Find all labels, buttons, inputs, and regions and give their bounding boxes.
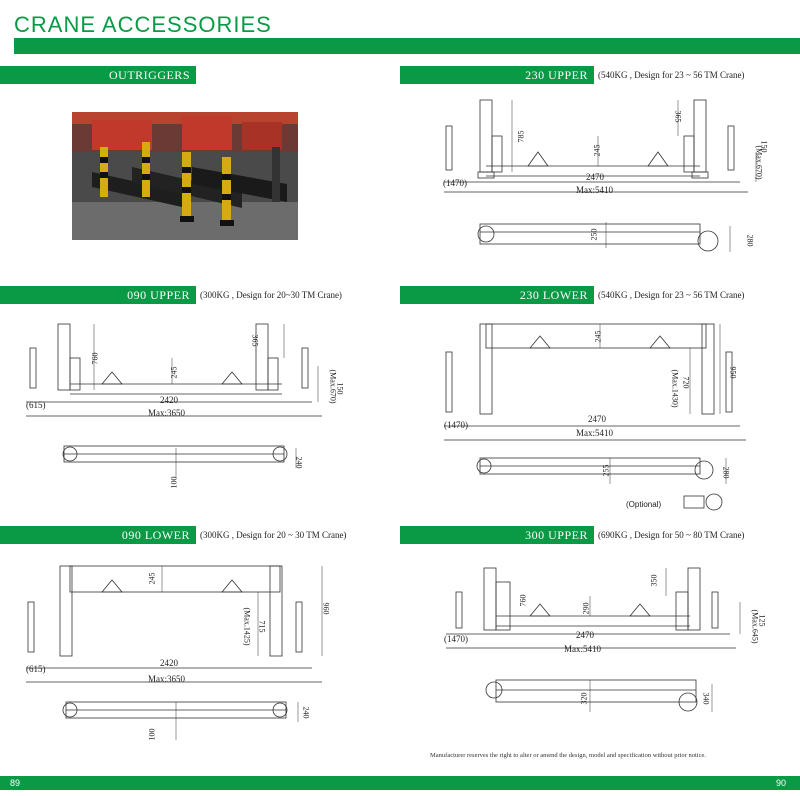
- section-note: (540KG , Design for 23 ~ 56 TM Crane): [598, 290, 745, 300]
- section-label: 230 UPPER: [525, 68, 588, 82]
- dim-100: 100: [169, 476, 179, 489]
- drawing-300-upper: [440, 562, 760, 722]
- drawing-230-lower: [440, 318, 760, 518]
- dim-320: 320: [579, 692, 589, 705]
- dim-max670: (Max.670): [754, 145, 764, 180]
- dim-290: 290: [581, 602, 591, 615]
- dim-max3650: Max:3650: [148, 674, 185, 684]
- footer-bar: [0, 776, 800, 790]
- section-label: 230 LOWER: [519, 288, 588, 302]
- dim-615: (615): [26, 664, 46, 674]
- dim-max645: (Max.645): [750, 609, 760, 644]
- dim-365: 365: [673, 110, 683, 123]
- dim-280: 280: [745, 234, 755, 247]
- section-tag-300-upper: 300 UPPER: [400, 526, 594, 544]
- dim-245: 245: [592, 144, 602, 157]
- dim-760: 760: [90, 352, 100, 365]
- dim-max1430: (Max.1430): [670, 369, 680, 408]
- header-bar: [14, 38, 800, 54]
- dim-245: 245: [147, 572, 157, 585]
- section-label: OUTRIGGERS: [108, 68, 190, 82]
- drawing-090-lower: [22, 562, 342, 752]
- section-tag-090-upper: 090 UPPER: [0, 286, 196, 304]
- drawing-090-upper: [22, 318, 342, 488]
- outrigger-diagram: [444, 323, 746, 511]
- outrigger-diagram: [446, 567, 741, 712]
- dim-365: 365: [250, 334, 260, 347]
- outrigger-diagram: [26, 323, 322, 478]
- outriggers-photo: [72, 112, 298, 240]
- dim-785: 785: [516, 130, 526, 143]
- section-tag-090-lower: 090 LOWER: [0, 526, 196, 544]
- dim-1470: (1470): [443, 178, 467, 188]
- dim-2470: 2470: [588, 414, 606, 424]
- dim-960: 960: [321, 602, 331, 615]
- dim-350: 350: [649, 574, 659, 587]
- dim-250: 250: [589, 228, 599, 241]
- section-label: 090 LOWER: [121, 528, 190, 542]
- dim-720: 720: [681, 376, 691, 389]
- dim-2470: 2470: [576, 630, 594, 640]
- dim-max5410: Max:5410: [576, 185, 613, 195]
- dim-715: 715: [257, 620, 267, 633]
- outriggers-illustration: [72, 112, 298, 240]
- section-note: (300KG , Design for 20 ~ 30 TM Crane): [200, 530, 347, 540]
- dim-max1425: (Max.1425): [242, 607, 252, 646]
- dim-245: 245: [169, 366, 179, 379]
- dim-2420: 2420: [160, 395, 178, 405]
- outrigger-diagram: [444, 99, 757, 252]
- section-label: 090 UPPER: [127, 288, 190, 302]
- section-tag-outriggers: OUTRIGGERS: [0, 66, 196, 84]
- dim-max5410: Max:5410: [564, 644, 601, 654]
- dim-280: 280: [721, 466, 731, 479]
- section-tag-230-upper: 230 UPPER: [400, 66, 594, 84]
- dim-2470: 2470: [586, 172, 604, 182]
- dim-245: 245: [593, 330, 603, 343]
- dim-max5410: Max:5410: [576, 428, 613, 438]
- dim-240: 240: [301, 706, 311, 719]
- disclaimer: Manufacturer reserves the right to alter…: [430, 752, 706, 759]
- dim-340: 340: [701, 692, 711, 705]
- dim-615: (615): [26, 400, 46, 410]
- page-number-right: 90: [776, 778, 787, 788]
- dim-1470: (1470): [444, 420, 468, 430]
- section-note: (300KG , Design for 20~30 TM Crane): [200, 290, 342, 300]
- optional-label: (Optional): [626, 500, 662, 509]
- dim-1470: (1470): [444, 634, 468, 644]
- page-number-left: 89: [10, 778, 21, 788]
- dim-760: 760: [518, 594, 528, 607]
- dim-255: 255: [601, 464, 611, 477]
- dim-2420: 2420: [160, 658, 178, 668]
- section-label: 300 UPPER: [525, 528, 588, 542]
- dim-100: 100: [147, 728, 157, 741]
- page-title: CRANE ACCESSORIES: [14, 12, 272, 37]
- dim-950: 950: [728, 366, 738, 379]
- dim-240: 240: [294, 456, 304, 469]
- dim-max3650: Max:3650: [148, 408, 185, 418]
- outrigger-diagram: [26, 565, 323, 740]
- section-note: (690KG , Design for 50 ~ 80 TM Crane): [598, 530, 745, 540]
- dim-max670: (Max.670): [328, 369, 338, 404]
- section-note: (540KG , Design for 23 ~ 56 TM Crane): [598, 70, 745, 80]
- drawing-230-upper: [438, 96, 768, 266]
- section-tag-230-lower: 230 LOWER: [400, 286, 594, 304]
